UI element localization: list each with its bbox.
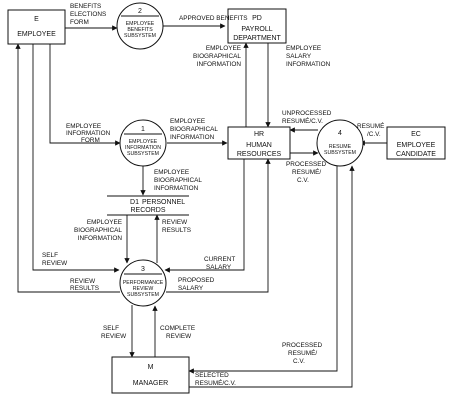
label-review-results-d1-1: REVIEW <box>162 219 188 226</box>
flow-self-review-e-line <box>32 44 120 273</box>
label-complete-review-1: COMPLETE <box>160 325 195 332</box>
label-bio-to-payroll-3: INFORMATION <box>197 61 242 68</box>
payroll-name-line2: DEPARTMENT <box>233 35 281 42</box>
payroll-department-entity[interactable]: PD PAYROLL DEPARTMENT <box>227 8 287 44</box>
flow-selected-line <box>189 165 355 388</box>
label-bio-to-hr-1: EMPLOYEE <box>170 118 205 125</box>
hr-name-line2: RESOURCES <box>237 151 282 158</box>
datastore-personnel-records[interactable]: D1 PERSONNEL RECORDS <box>107 195 189 216</box>
process-3-id: 3 <box>141 266 145 273</box>
label-bio-to-hr-2: BIOGRAPHICAL <box>170 126 218 133</box>
candidate-name-line1: EMPLOYEE <box>397 142 436 149</box>
datastore-name-line1: PERSONNEL <box>142 199 185 206</box>
label-processed-to-m-3: C.V. <box>293 358 305 365</box>
label-salary-info-2: SALARY <box>286 53 312 60</box>
label-processed-to-hr-3: C.V. <box>297 177 309 184</box>
label-bio-to-p3-2: BIOGRAPHICAL <box>74 227 122 234</box>
label-current-salary-1: CURRENT <box>204 256 235 263</box>
hr-id: HR <box>254 131 264 138</box>
manager-entity[interactable]: M MANAGER <box>111 356 190 394</box>
process-4-id: 4 <box>338 130 342 137</box>
process-3-line1: PERFORMANCE <box>123 280 164 286</box>
flow-review-results-e-line <box>15 43 120 293</box>
label-proposed-salary-2: SALARY <box>178 285 204 292</box>
process-1-id: 1 <box>141 126 145 133</box>
flow-lines <box>15 23 387 388</box>
datastore-name-line2: RECORDS <box>130 207 165 214</box>
label-salary-info-1: EMPLOYEE <box>286 45 321 52</box>
label-benefits-form-2: ELECTIONS <box>70 11 106 18</box>
label-salary-info-3: INFORMATION <box>286 61 331 68</box>
hr-name-line1: HUMAN <box>246 142 272 149</box>
process-employee-information[interactable]: 1 EMPLOYEE INFORMATION SUBSYSTEM <box>119 119 167 167</box>
label-info-form-3: FORM <box>81 137 100 144</box>
process-performance-review[interactable]: 3 PERFORMANCE REVIEW SUBSYSTEM <box>119 259 167 307</box>
label-processed-to-m-1: PROCESSED <box>282 342 323 349</box>
flow-labels: BENEFITS ELECTIONS FORM APPROVED BENEFIT… <box>42 3 384 387</box>
flow-processed-to-m-line <box>188 166 338 374</box>
payroll-id: PD <box>252 15 262 22</box>
label-resume-cv-1: RESUMÉ <box>357 121 384 130</box>
label-processed-to-hr-1: PROCESSED <box>286 161 327 168</box>
label-review-results-e-2: RESULTS <box>70 285 99 292</box>
label-benefits-form-3: FORM <box>70 19 89 26</box>
employee-id: E <box>34 16 39 23</box>
label-processed-to-m-2: RESUMÉ/ <box>288 348 317 357</box>
process-4-line2: SUBSYSTEM <box>324 150 356 156</box>
process-1-line2: INFORMATION <box>125 145 161 151</box>
label-benefits-form-1: BENEFITS <box>70 3 101 10</box>
flow-info-form-line <box>49 44 121 146</box>
label-processed-to-hr-2: RESUMÉ/ <box>292 167 321 176</box>
process-4-line1: RESUME <box>329 144 352 150</box>
candidate-name-line2: CANDIDATE <box>396 151 436 158</box>
label-unprocessed-1: UNPROCESSED <box>282 110 332 117</box>
manager-id: M <box>148 364 154 371</box>
human-resources-entity[interactable]: HR HUMAN RESOURCES <box>227 126 291 160</box>
manager-name: MANAGER <box>133 380 168 387</box>
label-bio-to-hr-3: INFORMATION <box>170 134 215 141</box>
candidate-id: EC <box>411 131 421 138</box>
flow-current-salary-line <box>164 159 245 273</box>
label-bio-to-d1-1: EMPLOYEE <box>154 169 189 176</box>
datastore-id: D1 <box>130 199 139 206</box>
label-resume-cv-2: /C.V. <box>367 131 381 138</box>
process-2-line1: EMPLOYEE <box>126 21 155 27</box>
label-info-form-1: EMPLOYEE <box>66 123 101 130</box>
process-1-line3: SUBSYSTEM <box>127 151 159 157</box>
employee-entity[interactable]: E EMPLOYEE <box>7 9 66 45</box>
label-selected-1: SELECTED <box>195 372 229 379</box>
process-3-line3: SUBSYSTEM <box>127 292 159 298</box>
label-complete-review-2: REVIEW <box>166 333 192 340</box>
process-1-line1: EMPLOYEE <box>129 139 158 145</box>
employee-name: EMPLOYEE <box>17 31 56 38</box>
payroll-name-line1: PAYROLL <box>241 26 272 33</box>
employee-candidate-entity[interactable]: EC EMPLOYEE CANDIDATE <box>386 126 446 160</box>
label-current-salary-2: SALARY <box>206 264 232 271</box>
flow-proposed-salary-line <box>166 158 271 293</box>
label-review-results-d1-2: RESULTS <box>162 227 191 234</box>
label-bio-to-d1-3: INFORMATION <box>154 185 199 192</box>
label-bio-to-payroll-1: EMPLOYEE <box>206 45 241 52</box>
label-unprocessed-2: RESUMÉ/C.V. <box>282 116 323 125</box>
label-self-review-e-2: REVIEW <box>42 260 68 267</box>
label-self-review-m-1: SELF <box>103 325 119 332</box>
label-info-form-2: INFORMATION <box>66 130 111 137</box>
process-resume[interactable]: 4 RESUME SUBSYSTEM <box>316 119 364 167</box>
label-self-review-m-2: REVIEW <box>101 333 127 340</box>
label-self-review-e-1: SELF <box>42 252 58 259</box>
label-bio-to-p3-1: EMPLOYEE <box>87 219 122 226</box>
label-selected-2: RESUMÉ/C.V. <box>195 378 236 387</box>
process-2-id: 2 <box>138 8 142 15</box>
process-employee-benefits[interactable]: 2 EMPLOYEE BENEFITS SUBSYSTEM <box>116 2 164 50</box>
process-2-line2: BENEFITS <box>127 27 153 33</box>
label-bio-to-d1-2: BIOGRAPHICAL <box>154 177 202 184</box>
process-3-line2: REVIEW <box>133 286 154 292</box>
label-review-results-e-1: REVIEW <box>70 278 96 285</box>
label-proposed-salary-1: PROPOSED <box>178 277 215 284</box>
label-approved-benefits: APPROVED BENEFITS <box>179 15 248 22</box>
process-2-line3: SUBSYSTEM <box>124 33 156 39</box>
label-bio-to-payroll-2: BIOGRAPHICAL <box>193 53 241 60</box>
label-bio-to-p3-3: INFORMATION <box>78 235 123 242</box>
